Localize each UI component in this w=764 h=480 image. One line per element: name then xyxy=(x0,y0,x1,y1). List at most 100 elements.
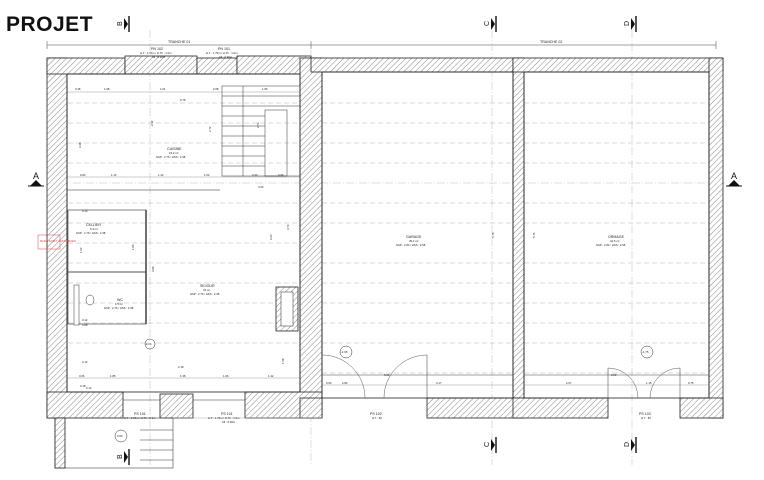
svg-text:15,2 m²: 15,2 m² xyxy=(169,151,179,155)
svg-text:0.00: 0.00 xyxy=(611,373,617,377)
svg-text:33 m²: 33 m² xyxy=(203,288,210,292)
page-title: PROJET xyxy=(6,13,94,36)
svg-text:1.38: 1.38 xyxy=(180,374,186,378)
svg-text:H.T : 1.70m / H.Th : 1.0m: H.T : 1.70m / H.Th : 1.0m xyxy=(208,416,240,420)
svg-text:5.76: 5.76 xyxy=(532,232,536,238)
svg-text:1.61: 1.61 xyxy=(160,87,166,91)
svg-text:1.80: 1.80 xyxy=(131,244,135,250)
svg-text:0.30: 0.30 xyxy=(252,173,258,177)
tranche-01-label: TRANCHE 01 xyxy=(168,40,190,44)
svg-text:2.70: 2.70 xyxy=(256,122,260,128)
svg-text:H.T : 1.70m / H.Th : 1.0m: H.T : 1.70m / H.Th : 1.0m xyxy=(206,51,238,55)
svg-text:All : 0.90m: All : 0.90m xyxy=(222,420,236,424)
tranche-02-label: TRANCHE 02 xyxy=(540,40,562,44)
svg-text:ORMAGE: ORMAGE xyxy=(608,235,625,239)
svg-text:3.48: 3.48 xyxy=(78,142,82,148)
svg-text:1,5 m²: 1,5 m² xyxy=(115,302,123,306)
svg-text:HSP : 2.84 / HSS : 2.58: HSP : 2.84 / HSS : 2.58 xyxy=(596,243,626,247)
svg-text:3.00: 3.00 xyxy=(258,185,264,189)
svg-text:0.10: 0.10 xyxy=(82,209,88,213)
svg-text:1.65: 1.65 xyxy=(262,87,268,91)
svg-text:C: C xyxy=(484,442,491,447)
svg-text:CELLIER: CELLIER xyxy=(86,223,101,227)
existing-building-lower xyxy=(54,417,322,469)
svg-text:0.08: 0.08 xyxy=(82,323,88,327)
svg-text:5.78: 5.78 xyxy=(491,232,495,238)
svg-text:H.T : 1.70m / H.Th : 1.0m: H.T : 1.70m / H.Th : 1.0m xyxy=(140,51,172,55)
svg-text:1.58: 1.58 xyxy=(281,358,285,364)
level-marker-garage: -1.65 xyxy=(339,345,353,359)
section-marker-b-top: B xyxy=(117,16,130,32)
svg-text:PS 103: PS 103 xyxy=(639,412,651,416)
section-marker-a-right: A xyxy=(726,171,742,187)
svg-text:0.82: 0.82 xyxy=(80,173,86,177)
svg-text:-1.65: -1.65 xyxy=(341,350,348,354)
svg-text:1.42: 1.42 xyxy=(268,374,274,378)
svg-text:H.T : 2.15m / H.Th : 2.1m: H.T : 2.15m / H.Th : 2.1m xyxy=(124,416,156,420)
section-marker-d-top: D xyxy=(624,16,637,32)
opening-tag-ps102: PS 102 H.T : 82 xyxy=(370,412,382,420)
opening-tag-ps101a: PS 101 H.T : 2.15m / H.Th : 2.1m xyxy=(124,412,156,420)
section-marker-b-bottom: B xyxy=(117,449,130,465)
room-label-cuisine: CUISINE 15,2 m² HSP : 2.76 / HSS : 2.38 xyxy=(156,147,186,159)
room-label-ordinage: ORMAGE 44,5 m² HSP : 2.84 / HSS : 2.58 xyxy=(596,235,626,247)
svg-text:0.12: 0.12 xyxy=(86,386,92,390)
svg-text:45,4 m²: 45,4 m² xyxy=(409,239,419,243)
svg-text:PS 101: PS 101 xyxy=(134,412,146,416)
svg-text:3.99: 3.99 xyxy=(151,266,155,272)
walls xyxy=(46,55,724,419)
note-text: MURS EXIST. CONSERVES xyxy=(40,239,76,243)
section-marker-a-left: A xyxy=(28,171,44,187)
room-label-garage: GARAGE 45,4 m² HSP : 2.84 / HSS : 2.58 xyxy=(396,235,426,247)
svg-text:PS 102: PS 102 xyxy=(370,412,382,416)
level-marker-ordinage: -1.75 xyxy=(640,345,654,359)
garage-door-swings xyxy=(321,354,709,399)
svg-text:1.52: 1.52 xyxy=(79,247,83,253)
svg-text:SEJOUR: SEJOUR xyxy=(200,284,215,288)
svg-text:1.42: 1.42 xyxy=(158,173,164,177)
svg-text:3.17: 3.17 xyxy=(436,381,442,385)
svg-text:A: A xyxy=(731,171,737,181)
svg-text:All : 0.90m: All : 0.90m xyxy=(152,55,166,59)
svg-text:0.00: 0.00 xyxy=(117,434,123,438)
svg-text:HSP : 2.84 / HSS : 2.58: HSP : 2.84 / HSS : 2.58 xyxy=(396,243,426,247)
svg-text:CUISINE: CUISINE xyxy=(167,147,182,151)
svg-text:2.07: 2.07 xyxy=(566,381,572,385)
room-label-sejour: SEJOUR 33 m² HSP : 2.76 / HSS : 2.38 xyxy=(190,284,220,296)
section-marker-d-bottom: D xyxy=(624,437,637,453)
svg-text:PN 102: PN 102 xyxy=(151,47,163,51)
level-marker-entry: 0.00 xyxy=(114,429,128,443)
dimension-labels: 0.48 1.98 1.61 2.08 1.65 0.76 2.42 2.72 … xyxy=(67,87,709,390)
stair-treads xyxy=(222,86,300,176)
wc-fixture-icon xyxy=(73,284,95,326)
svg-text:2.08: 2.08 xyxy=(213,87,219,91)
svg-text:0.12: 0.12 xyxy=(82,360,88,364)
svg-text:B: B xyxy=(117,21,124,26)
svg-text:HSP : 2.76 / HSS : 2.38: HSP : 2.76 / HSS : 2.38 xyxy=(76,231,106,235)
svg-text:1.02: 1.02 xyxy=(204,173,210,177)
svg-text:1.85: 1.85 xyxy=(110,374,116,378)
svg-text:C: C xyxy=(484,21,491,26)
svg-text:D: D xyxy=(624,442,631,447)
svg-text:6.03: 6.03 xyxy=(269,234,273,240)
svg-text:All : 0.90m: All : 0.90m xyxy=(219,55,233,59)
section-marker-c-bottom: C xyxy=(484,437,497,453)
room-label-cellier: CELLIER 5,4 m² HSP : 2.76 / HSS : 2.38 xyxy=(76,223,106,235)
svg-text:0.76: 0.76 xyxy=(180,98,186,102)
svg-text:-0.04: -0.04 xyxy=(145,342,152,346)
svg-text:H.T : 82: H.T : 82 xyxy=(641,416,651,420)
svg-text:GARAGE: GARAGE xyxy=(406,235,422,239)
svg-text:HSP : 2.76 / HSS : 2.38: HSP : 2.76 / HSS : 2.38 xyxy=(190,292,220,296)
svg-text:0.50: 0.50 xyxy=(326,381,332,385)
interior-partitions xyxy=(66,71,710,401)
svg-text:0.12: 0.12 xyxy=(82,318,88,322)
svg-text:0.18: 0.18 xyxy=(80,384,86,388)
svg-text:2.42: 2.42 xyxy=(150,120,154,126)
svg-text:0.66: 0.66 xyxy=(79,374,85,378)
svg-text:1.98: 1.98 xyxy=(104,87,110,91)
svg-text:2.72: 2.72 xyxy=(208,126,212,132)
svg-text:D: D xyxy=(624,21,631,26)
svg-text:PN 101: PN 101 xyxy=(218,47,230,51)
tranche-dimension-line: TRANCHE 01 TRANCHE 02 xyxy=(46,40,717,49)
